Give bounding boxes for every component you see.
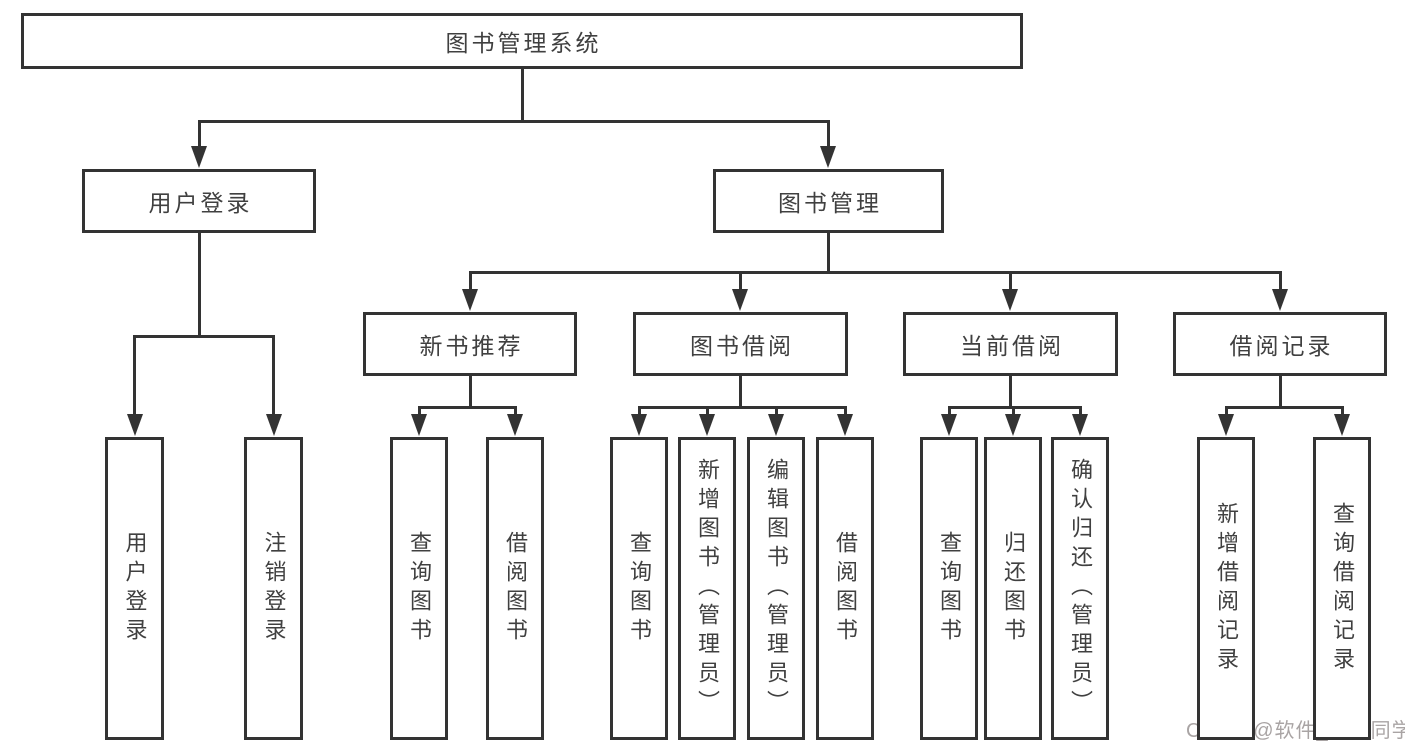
- arrowhead-down-icon: [1072, 414, 1088, 436]
- connector-stem-line: [1078, 406, 1082, 417]
- arrowhead-down-icon: [265, 414, 282, 436]
- arrowhead-down-icon: [837, 414, 853, 436]
- connector-bus-line: [133, 335, 275, 338]
- connector-stem-line: [272, 335, 275, 417]
- arrowhead-down-icon: [699, 414, 715, 436]
- node-return-books: 归还图书: [984, 437, 1042, 740]
- connector-drop-line: [197, 233, 201, 338]
- node-label-user-login-leaf: 用户登录: [122, 530, 148, 647]
- node-user-login: 用户登录: [82, 169, 316, 233]
- node-edit-books-admin: 编辑图书（管理员）: [747, 437, 805, 740]
- node-user-login-leaf: 用户登录: [105, 437, 164, 740]
- connector-stem-line: [133, 335, 136, 417]
- node-label-borrow-books-recommend: 借阅图书: [503, 530, 528, 647]
- node-label-logout-leaf: 注销登录: [261, 530, 287, 647]
- connector-stem-line: [1008, 271, 1012, 292]
- node-current-borrow: 当前借阅: [903, 312, 1118, 376]
- arrowhead-down-icon: [1005, 414, 1021, 436]
- connector-stem-line: [774, 406, 778, 417]
- node-query-books-current: 查询图书: [920, 437, 978, 740]
- node-label-book-borrow: 图书借阅: [690, 333, 794, 359]
- arrowhead-down-icon: [1002, 289, 1018, 311]
- connector-bus-line: [947, 406, 1082, 409]
- arrowhead-down-icon: [191, 146, 207, 168]
- connector-stem-line: [843, 406, 847, 417]
- node-label-new-book-recommend: 新书推荐: [419, 333, 524, 359]
- node-label-borrow-records: 借阅记录: [1229, 333, 1334, 359]
- node-label-book-management: 图书管理: [778, 190, 882, 216]
- connector-stem-line: [197, 120, 201, 149]
- node-book-management: 图书管理: [713, 169, 944, 233]
- node-confirm-return-admin: 确认归还（管理员）: [1051, 437, 1109, 740]
- connector-drop-line: [738, 376, 742, 409]
- node-label-system: 图书管理系统: [445, 30, 602, 56]
- arrowhead-down-icon: [1218, 414, 1234, 436]
- arrowhead-down-icon: [631, 414, 647, 436]
- node-label-query-borrow-record: 查询借阅记录: [1330, 501, 1355, 676]
- connector-stem-line: [738, 271, 742, 292]
- connector-bus-line: [417, 406, 517, 409]
- connector-stem-line: [705, 406, 709, 417]
- node-label-return-books: 归还图书: [1001, 530, 1026, 647]
- node-borrow-books-leaf: 借阅图书: [816, 437, 874, 740]
- node-borrow-books-recommend: 借阅图书: [486, 437, 544, 740]
- arrowhead-down-icon: [1334, 414, 1350, 436]
- node-label-confirm-return-admin: 确认归还（管理员）: [1068, 458, 1093, 719]
- arrowhead-down-icon: [1272, 289, 1288, 311]
- connector-bus-line: [637, 406, 847, 409]
- node-label-current-borrow: 当前借阅: [960, 333, 1064, 359]
- node-query-books-recommend: 查询图书: [390, 437, 448, 740]
- connector-bus-line: [1224, 406, 1344, 409]
- connector-stem-line: [468, 271, 472, 292]
- connector-drop-line: [826, 233, 830, 274]
- connector-bus-line: [468, 271, 1282, 274]
- connector-drop-line: [468, 376, 472, 409]
- node-label-query-books-current: 查询图书: [937, 530, 962, 647]
- arrowhead-down-icon: [507, 414, 523, 436]
- arrowhead-down-icon: [768, 414, 784, 436]
- node-label-user-login: 用户登录: [148, 190, 253, 216]
- arrowhead-down-icon: [941, 414, 957, 436]
- node-label-add-borrow-record: 新增借阅记录: [1214, 501, 1239, 676]
- node-label-edit-books-admin: 编辑图书（管理员）: [764, 458, 789, 719]
- arrowhead-down-icon: [411, 414, 427, 436]
- arrowhead-down-icon: [732, 289, 748, 311]
- connector-stem-line: [1011, 406, 1015, 417]
- node-add-borrow-record: 新增借阅记录: [1197, 437, 1255, 740]
- node-borrow-records: 借阅记录: [1173, 312, 1387, 376]
- connector-stem-line: [417, 406, 421, 417]
- connector-stem-line: [1340, 406, 1344, 417]
- connector-stem-line: [826, 120, 830, 149]
- node-system: 图书管理系统: [21, 13, 1023, 69]
- node-query-borrow-record: 查询借阅记录: [1313, 437, 1371, 740]
- node-query-books-borrow: 查询图书: [610, 437, 668, 740]
- connector-stem-line: [1224, 406, 1228, 417]
- connector-stem-line: [947, 406, 951, 417]
- connector-stem-line: [637, 406, 641, 417]
- arrowhead-down-icon: [126, 414, 143, 436]
- connector-stem-line: [513, 406, 517, 417]
- connector-drop-line: [1008, 376, 1012, 409]
- node-label-query-books-borrow: 查询图书: [627, 530, 652, 647]
- node-label-add-books-admin: 新增图书（管理员）: [695, 458, 720, 719]
- connector-drop-line: [1278, 376, 1282, 409]
- connector-drop-line: [520, 69, 524, 123]
- connector-bus-line: [197, 120, 830, 123]
- arrowhead-down-icon: [462, 289, 478, 311]
- node-logout-leaf: 注销登录: [244, 437, 303, 740]
- arrowhead-down-icon: [820, 146, 836, 168]
- node-add-books-admin: 新增图书（管理员）: [678, 437, 736, 740]
- node-book-borrow: 图书借阅: [633, 312, 848, 376]
- node-label-query-books-recommend: 查询图书: [407, 530, 432, 647]
- node-label-borrow-books-leaf: 借阅图书: [833, 530, 858, 647]
- connector-stem-line: [1278, 271, 1282, 292]
- node-new-book-recommend: 新书推荐: [363, 312, 577, 376]
